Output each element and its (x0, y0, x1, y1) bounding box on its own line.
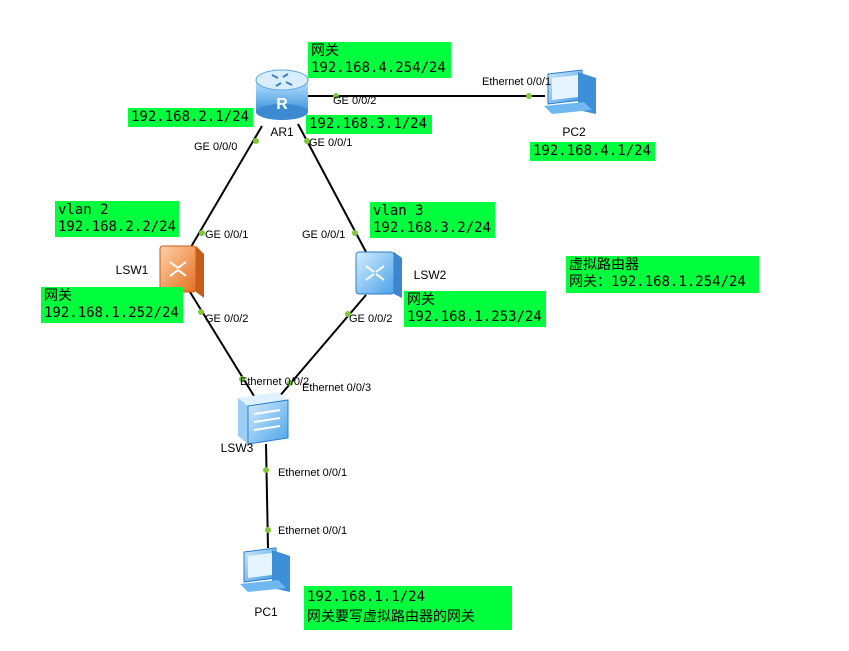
link-dots (198, 93, 532, 533)
note-line: 网关 (44, 288, 72, 304)
device-label-pc1: PC1 (254, 605, 278, 619)
port-dot (265, 527, 271, 533)
port-label: Ethernet 0/0/1 (278, 525, 347, 537)
note-line: vlan 2 (58, 202, 109, 218)
switch-icon (355, 251, 402, 298)
switch-lsw2[interactable]: LSW2 (355, 251, 447, 298)
port-label: GE 0/0/1 (302, 229, 345, 241)
note-line: 192.168.2.1/24 (131, 109, 250, 125)
note-line: 网关 (407, 292, 435, 308)
device-label-lsw1: LSW1 (116, 263, 149, 277)
note-pc1: 192.168.1.1/24 网关要写虚拟路由器的网关 (304, 586, 512, 630)
note-lsw1-vlan: vlan 2 192.168.2.2/24 (55, 201, 179, 237)
port-dot (198, 309, 204, 315)
note-line: 192.168.1.253/24 (407, 309, 542, 325)
port-dot (526, 93, 532, 99)
port-label: GE 0/0/2 (205, 313, 248, 325)
note-line: 192.168.1.1/24 (307, 589, 426, 605)
port-label: GE 0/0/0 (194, 141, 237, 153)
switch-icon (238, 392, 289, 445)
note-ar1-left-ip: 192.168.2.1/24 (128, 108, 253, 127)
port-dot (253, 138, 259, 144)
pc-icon (544, 69, 596, 114)
port-dot (304, 138, 310, 144)
note-line: 192.168.2.2/24 (58, 219, 177, 235)
pc-icon (240, 547, 290, 592)
note-line: 192.168.3.1/24 (309, 116, 428, 132)
port-dot (333, 93, 339, 99)
note-line: 网关：192.168.1.254/24 (569, 274, 746, 290)
note-line: 192.168.4.254/24 (311, 60, 446, 76)
port-dot (352, 230, 358, 236)
note-virtual-router: 虚拟路由器 网关：192.168.1.254/24 (566, 256, 759, 293)
router-icon: R (255, 69, 309, 120)
router-glyph: R (276, 96, 288, 113)
device-label-lsw2: LSW2 (414, 268, 447, 282)
port-label: Ethernet 0/0/2 (240, 376, 309, 388)
device-label-ar1: AR1 (270, 125, 294, 139)
port-label: GE 0/0/2 (333, 95, 376, 107)
port-dot (287, 380, 293, 386)
note-line: 虚拟路由器 (569, 257, 639, 273)
port-label: GE 0/0/2 (349, 313, 392, 325)
note-line: 192.168.4.1/24 (533, 143, 652, 159)
device-label-pc2: PC2 (562, 125, 586, 139)
note-line: 网关 (311, 43, 339, 59)
note-line: 192.168.1.252/24 (44, 305, 179, 321)
note-line: vlan 3 (373, 203, 424, 219)
switch-lsw3[interactable]: LSW3 (221, 392, 289, 455)
device-label-lsw3: LSW3 (221, 441, 254, 455)
note-lsw1-gateway: 网关 192.168.1.252/24 (41, 287, 183, 323)
note-lsw2-vlan: vlan 3 192.168.3.2/24 (370, 202, 495, 238)
note-ar1-right-ip: 192.168.3.1/24 (306, 115, 432, 134)
port-labels: GE 0/0/2 Ethernet 0/0/1 GE 0/0/0 GE 0/0/… (194, 76, 551, 537)
port-dot (239, 376, 245, 382)
port-dot (263, 467, 269, 473)
note-lsw2-gateway: 网关 192.168.1.253/24 (404, 291, 546, 327)
pc-pc1[interactable]: PC1 (240, 547, 290, 619)
note-line: 网关要写虚拟路由器的网关 (307, 609, 475, 625)
port-label: GE 0/0/1 (309, 137, 352, 149)
router-ar1[interactable]: R AR1 (255, 69, 309, 139)
switch-lsw1[interactable]: LSW1 (116, 245, 204, 298)
note-pc2-ip: 192.168.4.1/24 (530, 142, 655, 161)
port-dot (199, 230, 205, 236)
switch-icon (159, 245, 204, 298)
port-label: GE 0/0/1 (205, 229, 248, 241)
pc-pc2[interactable]: PC2 (544, 69, 596, 139)
port-dot (345, 311, 351, 317)
port-label: Ethernet 0/0/3 (302, 382, 371, 394)
port-label: Ethernet 0/0/1 (482, 76, 551, 88)
note-ar1-gateway: 网关 192.168.4.254/24 (308, 42, 451, 78)
port-label: Ethernet 0/0/1 (278, 467, 347, 479)
link-lsw2-lsw3[interactable] (277, 294, 367, 399)
note-line: 192.168.3.2/24 (373, 220, 492, 236)
